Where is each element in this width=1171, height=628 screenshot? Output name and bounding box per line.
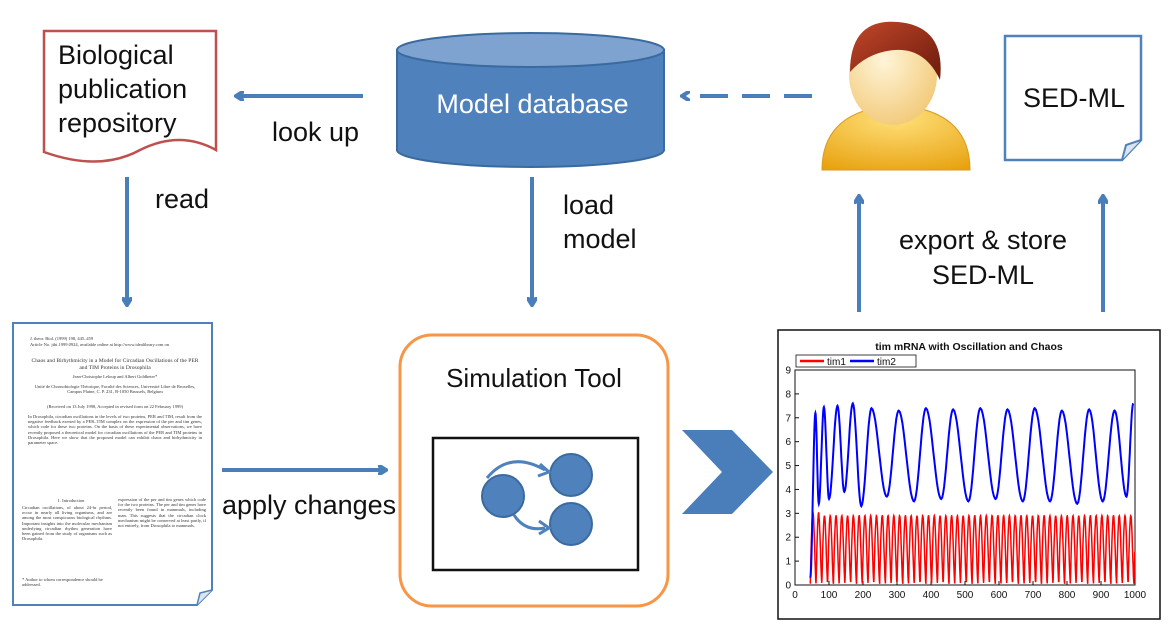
x-tick-label: 100 <box>821 590 838 601</box>
paper-journal: J. theor. Biol. (1999) 198, 445–459 <box>30 336 94 341</box>
y-tick-label: 2 <box>785 533 791 544</box>
x-tick-label: 1000 <box>1124 590 1147 601</box>
plot-area: 0 100 200 300 400 500 600 700 800 900 1000 0 1 2 3 4 5 6 7… <box>785 354 1147 601</box>
y-tick-label: 7 <box>785 413 791 424</box>
chart-title: tim mRNA with Oscillation and Chaos <box>875 341 1063 353</box>
simulation-tool-node <box>398 333 670 608</box>
edge-label-load-model: load model <box>563 190 637 254</box>
x-tick-label: 600 <box>991 590 1008 601</box>
x-tick-label: 700 <box>1025 590 1042 601</box>
database-node <box>396 32 665 168</box>
repository-label: Biological publication repository <box>58 40 188 138</box>
paper-affiliation: Unité de Chronobiologie Théorique, Facul… <box>34 384 196 395</box>
paper-footnote: * Author to whom correspondence should b… <box>22 577 103 588</box>
edge-label-read: read <box>155 184 210 214</box>
database-label: Model database <box>436 89 629 119</box>
edge-label-apply-changes: apply changes <box>222 490 397 520</box>
legend-label-tim1: tim1 <box>827 357 846 368</box>
x-tick-label: 500 <box>957 590 974 601</box>
x-tick-label: 300 <box>889 590 906 601</box>
y-tick-label: 0 <box>785 581 791 592</box>
paper-document <box>12 322 213 606</box>
edge-label-export-store: export & store SED-ML <box>898 225 1068 290</box>
paper-article: Article No. jtbi.1999.0924, available on… <box>30 342 170 347</box>
y-tick-label: 1 <box>785 557 791 568</box>
paper-authors: Jean-Christophe Leloup and Albert Goldbe… <box>72 374 158 379</box>
chevron-arrow-icon <box>682 430 773 514</box>
y-tick-label: 3 <box>785 509 791 520</box>
series-tim2-line <box>809 401 1135 578</box>
paper-title: Chaos and Birhythmicity in a Model for C… <box>31 358 199 371</box>
y-tick-label: 5 <box>785 461 791 472</box>
user-icon <box>821 21 971 171</box>
series-tim1-line <box>809 511 1136 584</box>
simulation-tool-label: Simulation Tool <box>446 363 622 393</box>
x-tick-label: 800 <box>1059 590 1076 601</box>
x-tick-label: 900 <box>1093 590 1110 601</box>
y-tick-label: 9 <box>785 366 791 377</box>
y-tick-label: 8 <box>785 389 791 400</box>
x-tick-label: 200 <box>855 590 872 601</box>
paper-abstract: In Drosophila, circadian oscillations in… <box>28 414 202 446</box>
edge-label-look-up: look up <box>272 117 360 147</box>
y-tick-label: 4 <box>785 485 791 496</box>
paper-received: (Received on 13 July 1998, Accepted in r… <box>46 404 184 409</box>
paper-section-heading: 1. Introduction <box>57 498 85 503</box>
repository-node <box>42 29 218 163</box>
x-tick-label: 0 <box>792 590 798 601</box>
x-tick-label: 400 <box>923 590 940 601</box>
paper-column-1: Circadian oscillations, of about 24-hr p… <box>22 505 112 542</box>
y-tick-label: 6 <box>785 437 791 448</box>
legend-label-tim2: tim2 <box>877 357 896 368</box>
paper-column-2: expression of the per and tim genes whic… <box>118 497 206 529</box>
sedml-label: SED-ML <box>1022 83 1125 113</box>
sedml-document <box>1003 34 1143 162</box>
